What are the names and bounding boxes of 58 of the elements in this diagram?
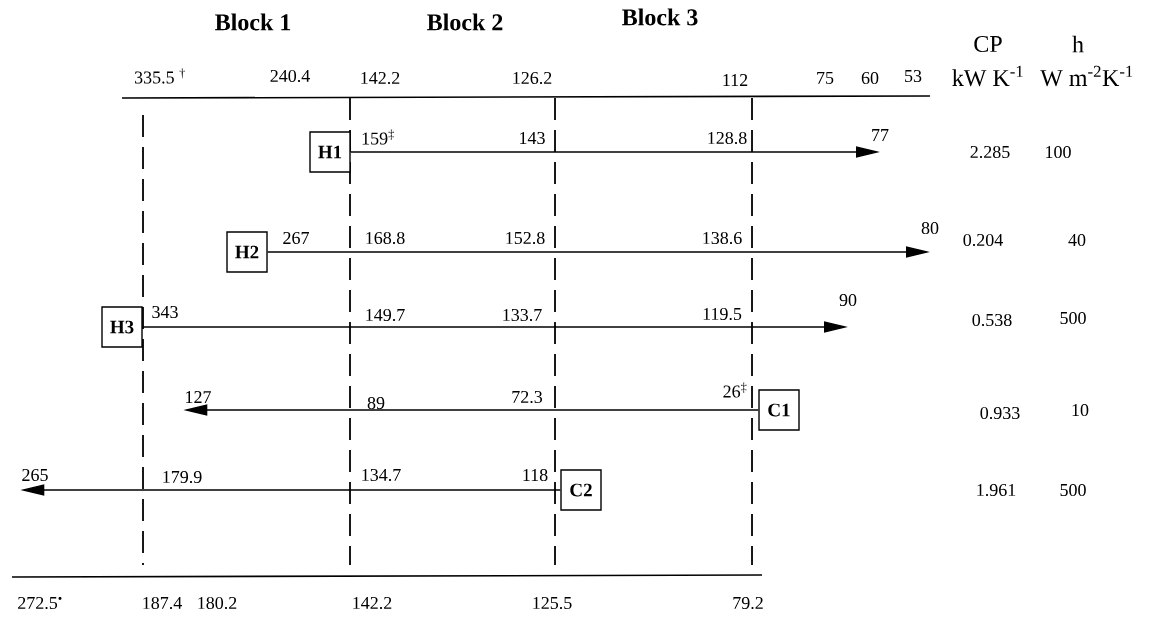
column-heading: CP: [974, 35, 1002, 53]
value-label: 0.933: [980, 406, 1020, 420]
value-label: 89: [367, 396, 385, 410]
target-temperature: 90: [839, 293, 857, 307]
value-label: 134.7: [362, 468, 401, 482]
stream-box: H2: [226, 231, 268, 273]
value-label: 75: [817, 72, 834, 84]
value-label: 0.538: [972, 313, 1012, 327]
value-label: 100: [1046, 145, 1071, 159]
value-label: 142.2: [361, 71, 400, 85]
value-label: 0.204: [963, 233, 1003, 247]
value-label: 267: [283, 231, 309, 245]
block-heading: Block 1: [215, 13, 291, 31]
value-label: 40: [1068, 233, 1086, 247]
value-label: 72.3: [512, 390, 543, 404]
value-label: 142.2: [353, 596, 392, 610]
column-heading: W m$^{-2}$K$^{-1}$: [1040, 65, 1133, 87]
value-label: 149.7: [366, 308, 405, 322]
value-label: 138.6: [703, 231, 742, 245]
value-label: 112: [723, 74, 748, 86]
value-label: 126.2: [513, 71, 552, 85]
value-label: 119.5: [703, 307, 742, 321]
value-label: 143: [520, 131, 545, 145]
value-label: 500: [1060, 483, 1086, 497]
target-temperature: 80: [921, 221, 939, 235]
stream-box: C2: [560, 469, 602, 511]
value-label: 128.8: [708, 131, 747, 145]
value-label: 26$^{‡}$: [723, 382, 747, 398]
target-temperature: 127: [186, 391, 211, 403]
block-heading: Block 3: [622, 8, 698, 26]
value-label: 335.5 $^{†}$: [134, 68, 185, 84]
value-label: 60: [861, 71, 879, 85]
value-label: 152.8: [506, 231, 545, 245]
value-label: 159$^{‡}$: [362, 129, 394, 145]
value-label: 187.4: [143, 596, 182, 610]
value-label: 2.285: [970, 145, 1010, 159]
value-label: 10: [1072, 403, 1089, 417]
column-heading: kW K$^{-1}$: [952, 65, 1023, 87]
value-label: 343: [152, 305, 178, 319]
value-label: 125.5: [533, 596, 572, 610]
column-heading: h: [1072, 35, 1084, 53]
stream-box: H1: [309, 131, 351, 173]
value-label: 133.7: [503, 308, 542, 322]
value-label: 53: [905, 69, 922, 83]
value-label: 168.8: [366, 231, 405, 245]
value-label: 180.2: [198, 596, 237, 610]
target-temperature: 77: [872, 129, 889, 141]
target-temperature: 265: [22, 468, 48, 482]
value-label: 272.5$^{•}$: [18, 596, 62, 610]
value-label: 1.961: [977, 483, 1016, 497]
stream-box: C1: [758, 389, 800, 431]
value-label: 500: [1060, 311, 1086, 325]
value-label: 179.9: [163, 470, 202, 484]
value-label: 240.4: [270, 69, 310, 83]
value-label: 79.2: [733, 596, 763, 610]
block-heading: Block 2: [427, 13, 503, 31]
value-label: 118: [523, 468, 548, 482]
stream-box: H3: [101, 306, 143, 348]
